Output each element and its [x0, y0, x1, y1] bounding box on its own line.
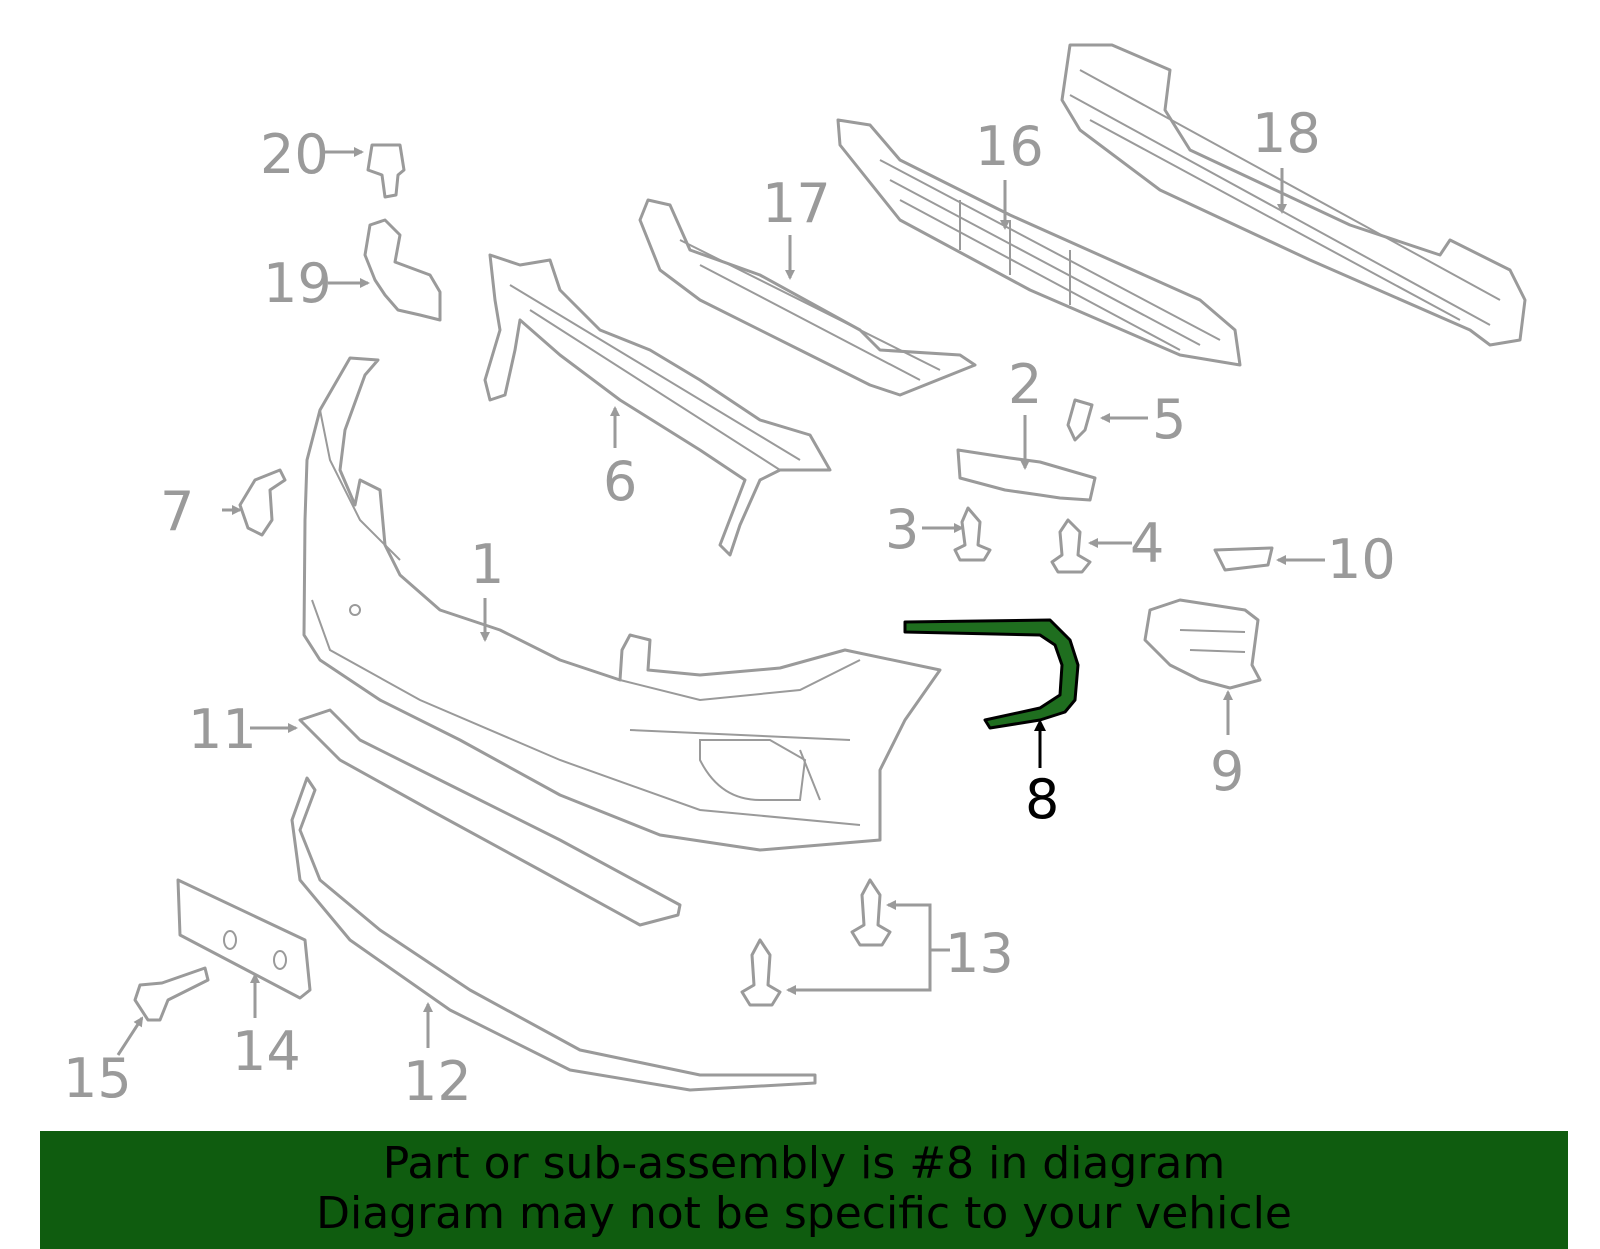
part-5-clip[interactable] — [1066, 398, 1094, 442]
callout-6[interactable]: 6 — [603, 450, 637, 513]
part-11-lower-trim[interactable] — [298, 708, 682, 927]
callout-9[interactable]: 9 — [1210, 740, 1244, 803]
callout-7[interactable]: 7 — [160, 480, 194, 543]
callout-16[interactable]: 16 — [975, 115, 1044, 178]
part-4-screw[interactable] — [1050, 518, 1092, 574]
part-18-reinforcement-beam[interactable] — [1060, 43, 1527, 347]
callout-11[interactable]: 11 — [188, 698, 257, 761]
part-7-clip[interactable] — [238, 468, 287, 537]
part-15-screw[interactable] — [133, 966, 210, 1022]
callout-15[interactable]: 15 — [63, 1047, 132, 1110]
part-8-bezel-trim-highlighted[interactable] — [903, 618, 1080, 730]
callout-13[interactable]: 13 — [945, 922, 1014, 985]
part-13-screws[interactable] — [740, 878, 892, 1007]
part-19-side-bracket[interactable] — [363, 218, 442, 322]
part-3-screw[interactable] — [953, 506, 992, 562]
part-10-clip[interactable] — [1213, 546, 1274, 572]
callout-12[interactable]: 12 — [403, 1050, 472, 1113]
part-16-energy-absorber[interactable] — [836, 118, 1242, 367]
part-6-support-bracket[interactable] — [483, 253, 832, 557]
callout-2[interactable]: 2 — [1008, 353, 1042, 416]
callouts: 20 19 7 1 6 17 16 18 2 5 3 4 10 9 8 11 1… — [63, 102, 1396, 1113]
callout-19[interactable]: 19 — [263, 252, 332, 315]
part-20-bolt[interactable] — [366, 143, 406, 199]
callout-10[interactable]: 10 — [1327, 528, 1396, 591]
banner-line-part-number: Part or sub-assembly is #8 in diagram — [382, 1138, 1226, 1189]
callout-1[interactable]: 1 — [470, 533, 504, 596]
callout-18[interactable]: 18 — [1252, 102, 1321, 165]
info-banner: Part or sub-assembly is #8 in diagram Di… — [40, 1131, 1568, 1249]
callout-3[interactable]: 3 — [885, 498, 919, 561]
callout-14[interactable]: 14 — [232, 1020, 301, 1083]
part-14-license-plate-bracket[interactable] — [176, 878, 312, 1000]
part-12-lower-spoiler[interactable] — [290, 776, 817, 1092]
callout-5[interactable]: 5 — [1152, 388, 1186, 451]
leader-lines — [116, 147, 1325, 1056]
callout-17[interactable]: 17 — [762, 172, 831, 235]
part-17-mounting-bracket[interactable] — [638, 198, 977, 397]
part-9-fog-lamp-bezel[interactable] — [1143, 598, 1262, 690]
callout-20[interactable]: 20 — [260, 123, 329, 186]
part-1-bumper-cover[interactable] — [302, 356, 942, 852]
callout-8-selected[interactable]: 8 — [1025, 768, 1059, 831]
callout-4[interactable]: 4 — [1130, 512, 1164, 575]
banner-line-disclaimer: Diagram may not be specific to your vehi… — [316, 1188, 1292, 1239]
